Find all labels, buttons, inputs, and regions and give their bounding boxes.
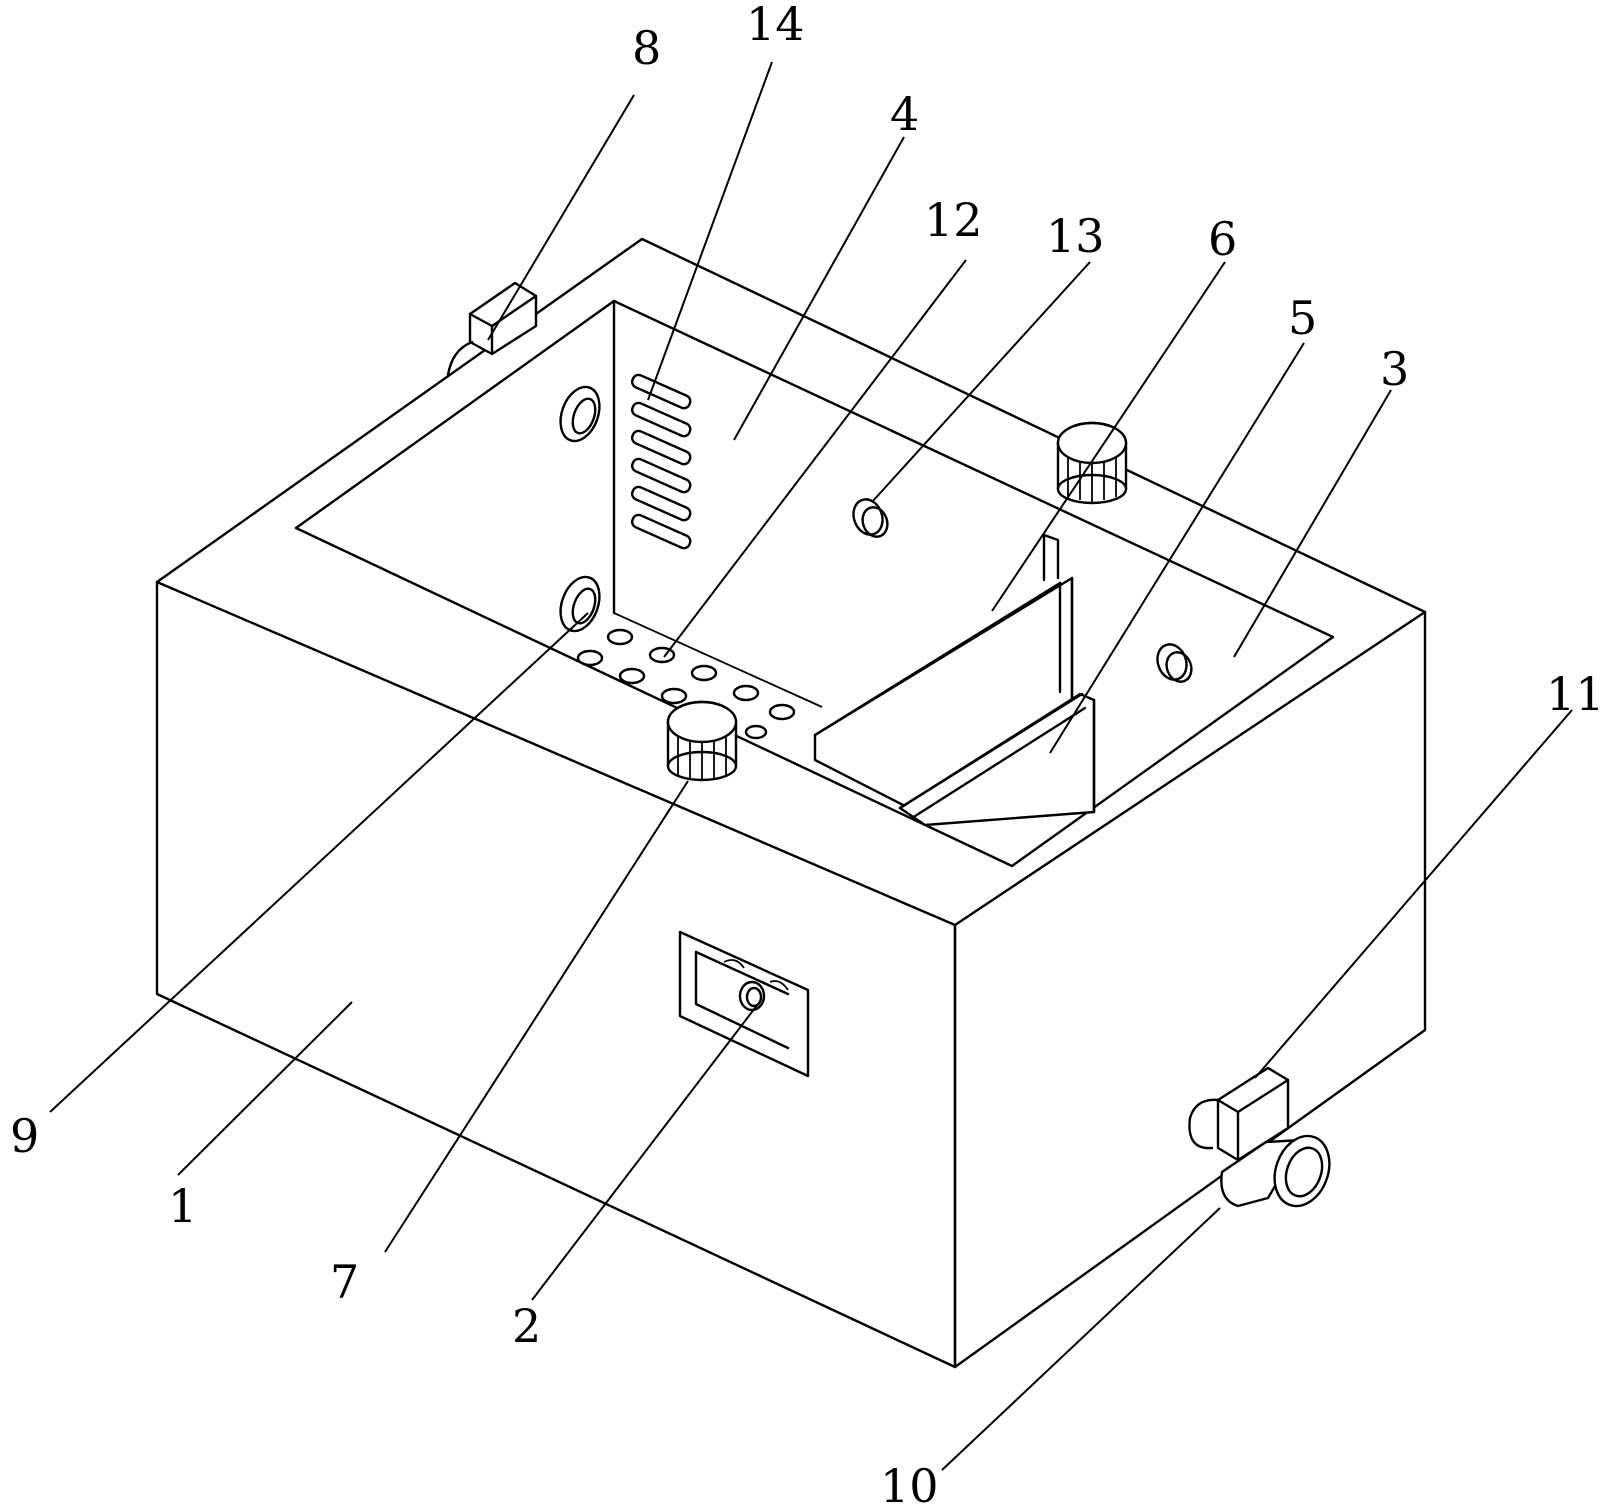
- gear-motor-7: [666, 700, 768, 782]
- label-9: 9: [10, 1109, 39, 1163]
- roller-assembly: [1188, 1066, 1331, 1208]
- label-11: 11: [1546, 667, 1601, 721]
- rear-wall: [612, 299, 823, 708]
- control-window: [678, 930, 810, 1078]
- vent-slots: [630, 373, 692, 550]
- leader-lines: [49, 61, 1573, 1471]
- label-2: 2: [512, 1299, 541, 1353]
- floor-holes: [576, 628, 796, 721]
- partitions: [813, 533, 1096, 827]
- label-8: 8: [632, 21, 661, 75]
- gear-motor-6: [1056, 421, 1128, 505]
- label-4: 4: [890, 87, 919, 141]
- label-6: 6: [1208, 212, 1237, 266]
- label-14: 14: [746, 0, 805, 51]
- housing: [155, 237, 1427, 1369]
- clip-top-left: [446, 281, 538, 377]
- knobs: [852, 498, 1193, 683]
- label-3: 3: [1380, 342, 1409, 396]
- part-labels: 1 2 3 4 5 6 7 8 9 10 11 12 13 14: [10, 0, 1601, 1511]
- ring-ports: [559, 385, 601, 633]
- label-12: 12: [924, 193, 983, 247]
- label-13: 13: [1046, 209, 1105, 263]
- label-7: 7: [330, 1255, 359, 1309]
- label-5: 5: [1288, 291, 1317, 345]
- label-1: 1: [168, 1179, 197, 1233]
- label-10: 10: [880, 1459, 939, 1511]
